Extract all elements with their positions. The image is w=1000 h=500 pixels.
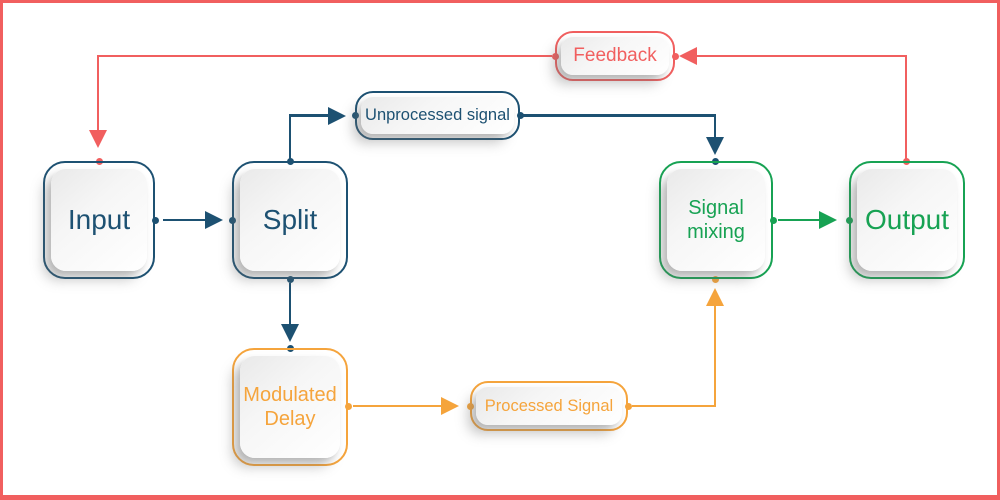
edge-unprocessed-to-mixing-line-horizontal (523, 114, 716, 117)
edge-split-to-unprocessed-line-vertical (288, 115, 292, 159)
edge-modulated-to-processed-line (353, 404, 441, 408)
edge-mixing-to-output-arrowhead-icon (819, 211, 837, 229)
node-feedback-label: Feedback (573, 45, 657, 67)
edge-feedback-to-input-arrowhead-icon (89, 130, 107, 148)
port-dot-mixing-bottom (711, 275, 719, 283)
edge-processed-to-mixing-line-vertical (713, 305, 717, 407)
port-dot-processed-right (624, 402, 632, 410)
node-signal-mixing-label: Signal mixing (687, 196, 745, 243)
edge-split-to-modulated-arrowhead-icon (281, 324, 299, 342)
edge-modulated-to-processed-arrowhead-icon (441, 397, 459, 415)
node-modulated-delay: Modulated Delay (232, 348, 348, 466)
edge-output-to-feedback-line-horizontal (697, 54, 907, 58)
node-modulated-delay-card (240, 356, 340, 458)
node-unprocessed-signal: Unprocessed signal (355, 91, 520, 140)
edge-unprocessed-to-mixing-arrowhead-icon (706, 137, 724, 155)
port-dot-unprocessed-right (516, 112, 524, 119)
edge-mixing-to-output-line (778, 218, 819, 222)
port-dot-modulated-right (344, 402, 352, 410)
port-dot-split-bottom (286, 275, 294, 283)
node-input: Input (43, 161, 155, 279)
node-input-card (51, 169, 147, 271)
edge-split-to-unprocessed-arrowhead-icon (328, 106, 346, 125)
edge-input-to-split-line (163, 218, 205, 222)
node-signal-mixing: Signal mixing (659, 161, 773, 279)
edge-feedback-to-input-line-vertical (96, 54, 100, 132)
edge-feedback-to-input-line-horizontal (98, 54, 552, 58)
edge-split-to-modulated-line (288, 283, 292, 325)
node-split-card (240, 169, 340, 271)
port-dot-feedback-right (671, 52, 679, 60)
edge-processed-to-mixing-arrowhead-icon (706, 288, 724, 306)
node-processed-signal: Processed Signal (470, 381, 628, 431)
edge-unprocessed-to-mixing-line-vertical (713, 114, 717, 139)
edge-processed-to-mixing-line-horizontal (632, 404, 716, 408)
node-output: Output (849, 161, 965, 279)
node-output-card (857, 169, 957, 271)
port-dot-mixing-right (769, 216, 777, 224)
edge-output-to-feedback-arrowhead-icon (679, 47, 697, 65)
node-output-label: Output (864, 203, 950, 235)
node-feedback-card (561, 37, 669, 75)
node-unprocessed-signal-label: Unprocessed signal (365, 106, 510, 125)
node-split-label: Split (262, 203, 318, 235)
node-split: Split (232, 161, 348, 279)
edge-input-to-split-arrowhead-icon (205, 211, 223, 229)
node-signal-mixing-card (667, 169, 765, 271)
node-feedback: Feedback (555, 31, 675, 81)
edge-split-to-unprocessed-line-horizontal (288, 114, 329, 117)
node-processed-signal-card (476, 387, 622, 425)
node-processed-signal-label: Processed Signal (484, 396, 614, 415)
edge-output-to-feedback-line-vertical (904, 56, 908, 159)
port-dot-input-right (152, 216, 159, 224)
node-input-label: Input (67, 203, 131, 235)
node-modulated-delay-label: Modulated Delay (243, 383, 337, 430)
node-unprocessed-signal-card (361, 97, 514, 134)
